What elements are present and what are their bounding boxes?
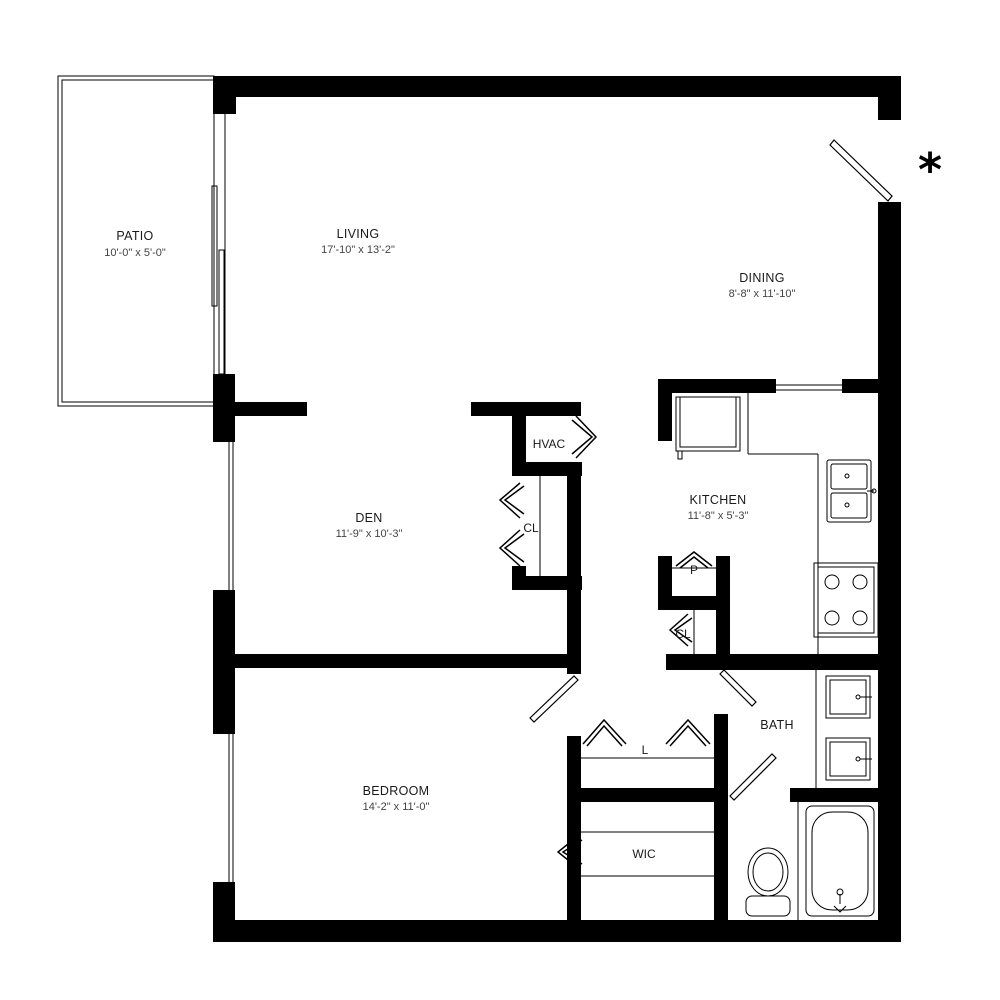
- kitchen-sink: [826, 459, 877, 523]
- interior-walls: [213, 379, 901, 920]
- dining-dimensions: 8'-8" x 11'-10": [729, 288, 796, 300]
- den-label: DEN: [355, 511, 382, 525]
- dining-label: DINING: [739, 271, 785, 285]
- bath-toilet: [745, 847, 791, 917]
- den-dimensions: 11'-9" x 10'-3": [336, 528, 403, 540]
- kitchen-closet-label: CL: [675, 627, 691, 641]
- living-dimensions: 17'-10" x 13'-2": [321, 244, 395, 256]
- linen-closet-label: L: [642, 743, 649, 757]
- interior-doors: [498, 415, 777, 869]
- patio-area: [57, 75, 215, 407]
- bath-label: BATH: [760, 718, 794, 732]
- entry-marker: *: [918, 143, 942, 197]
- patio-label: PATIO: [116, 229, 153, 243]
- bath-tub: [805, 805, 875, 917]
- windows: [211, 114, 842, 882]
- kitchen-fridge: [675, 396, 741, 460]
- thin-partitions: [539, 393, 819, 920]
- wic-label: WIC: [632, 847, 656, 861]
- bath-vanity: [825, 675, 872, 781]
- bedroom-label: BEDROOM: [363, 784, 430, 798]
- living-label: LIVING: [337, 227, 380, 241]
- kitchen-label: KITCHEN: [690, 493, 747, 507]
- den-closet-label: CL: [523, 521, 539, 535]
- kitchen-stove: [813, 562, 879, 638]
- hvac-label: HVAC: [533, 437, 566, 451]
- patio-dimensions: 10'-0" x 5'-0": [104, 247, 166, 259]
- entry-door: [829, 139, 893, 202]
- pantry-label: P: [690, 563, 698, 577]
- kitchen-dimensions: 11'-8" x 5'-3": [688, 510, 749, 522]
- bedroom-dimensions: 14'-2" x 11'-0": [363, 801, 430, 813]
